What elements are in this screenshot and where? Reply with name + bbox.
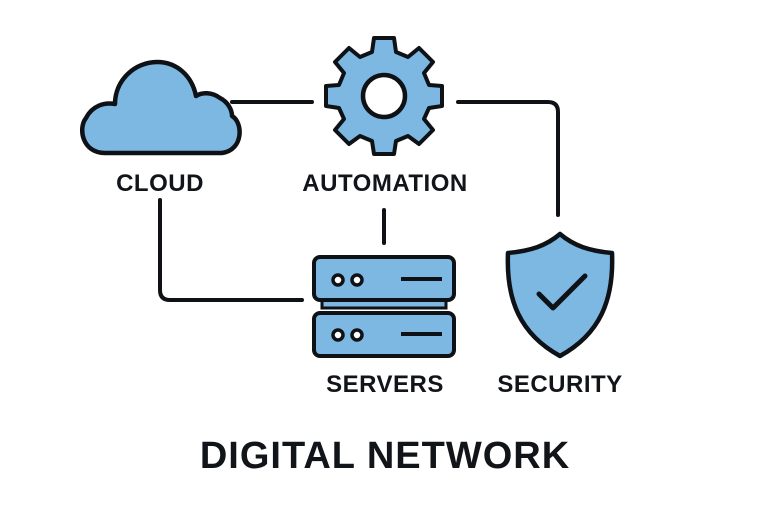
diagram-title: DIGITAL NETWORK xyxy=(199,435,571,477)
server-unit-top xyxy=(312,255,456,302)
node-label-cloud: CLOUD xyxy=(116,170,204,197)
edge-cloud-servers xyxy=(158,198,304,302)
edge-automation-security xyxy=(456,100,560,217)
shield-check-icon xyxy=(505,231,615,359)
checkmark-icon xyxy=(536,273,588,311)
node-label-automation: AUTOMATION xyxy=(302,170,468,197)
cloud-icon xyxy=(80,59,242,156)
node-label-security: SECURITY xyxy=(497,371,623,398)
server-icon xyxy=(312,255,456,358)
node-label-servers: SERVERS xyxy=(326,371,444,398)
server-unit-bottom xyxy=(312,311,456,358)
gear-icon xyxy=(324,36,444,156)
